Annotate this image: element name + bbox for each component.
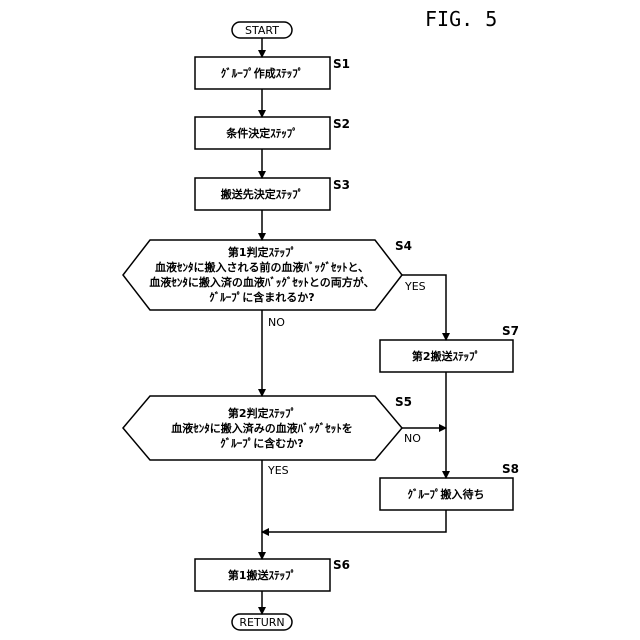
arrow-s8-to-merge <box>262 510 446 532</box>
step-s5-line-3: ｸﾞﾙｰﾌﾟに含むか? <box>220 436 303 450</box>
step-s4-id: S4 <box>395 239 412 253</box>
step-s4-line-1: 第1判定ｽﾃｯﾌﾟ <box>228 245 296 259</box>
step-s4-line-2: 血液ｾﾝﾀに搬入される前の血液ﾊﾞｯｸﾞｾｯﾄと、 <box>155 260 369 274</box>
step-s1-box: ｸﾞﾙｰﾌﾟ作成ｽﾃｯﾌﾟ <box>195 57 330 89</box>
start-label: START <box>245 24 279 37</box>
step-s7-text: 第2搬送ｽﾃｯﾌﾟ <box>412 349 480 363</box>
return-terminal: RETURN <box>232 614 292 630</box>
s5-no-label: NO <box>404 432 421 445</box>
step-s5-id: S5 <box>395 395 412 409</box>
step-s4-decision: 第1判定ｽﾃｯﾌﾟ 血液ｾﾝﾀに搬入される前の血液ﾊﾞｯｸﾞｾｯﾄと、 血液ｾﾝ… <box>123 240 402 310</box>
step-s4-line-4: ｸﾞﾙｰﾌﾟに含まれるか? <box>209 290 314 304</box>
step-s6-box: 第1搬送ｽﾃｯﾌﾟ <box>195 559 330 591</box>
start-terminal: START <box>232 22 292 38</box>
step-s2-box: 条件決定ｽﾃｯﾌﾟ <box>195 117 330 149</box>
step-s5-line-1: 第2判定ｽﾃｯﾌﾟ <box>228 406 296 420</box>
step-s6-text: 第1搬送ｽﾃｯﾌﾟ <box>228 568 296 582</box>
figure-label: FIG. 5 <box>425 7 497 31</box>
s4-no-label: NO <box>268 316 285 329</box>
step-s8-text: ｸﾞﾙｰﾌﾟ搬入待ち <box>408 487 485 501</box>
step-s2-text: 条件決定ｽﾃｯﾌﾟ <box>225 126 298 140</box>
s5-yes-label: YES <box>267 464 289 477</box>
step-s5-decision: 第2判定ｽﾃｯﾌﾟ 血液ｾﾝﾀに搬入済みの血液ﾊﾞｯｸﾞｾｯﾄを ｸﾞﾙｰﾌﾟに… <box>123 396 402 460</box>
return-label: RETURN <box>239 616 284 629</box>
step-s1-text: ｸﾞﾙｰﾌﾟ作成ｽﾃｯﾌﾟ <box>221 66 304 80</box>
step-s6-id: S6 <box>333 558 350 572</box>
step-s7-id: S7 <box>502 324 519 338</box>
step-s4-line-3: 血液ｾﾝﾀに搬入済の血液ﾊﾞｯｸﾞｾｯﾄとの両方が、 <box>149 275 374 289</box>
step-s7-box: 第2搬送ｽﾃｯﾌﾟ <box>380 340 513 372</box>
step-s1-id: S1 <box>333 57 350 71</box>
step-s5-line-2: 血液ｾﾝﾀに搬入済みの血液ﾊﾞｯｸﾞｾｯﾄを <box>171 421 353 435</box>
step-s8-id: S8 <box>502 462 519 476</box>
step-s8-box: ｸﾞﾙｰﾌﾟ搬入待ち <box>380 478 513 510</box>
s4-yes-label: YES <box>404 280 426 293</box>
step-s2-id: S2 <box>333 117 350 131</box>
step-s3-id: S3 <box>333 178 350 192</box>
step-s3-text: 搬送先決定ｽﾃｯﾌﾟ <box>221 187 304 201</box>
step-s3-box: 搬送先決定ｽﾃｯﾌﾟ <box>195 178 330 210</box>
